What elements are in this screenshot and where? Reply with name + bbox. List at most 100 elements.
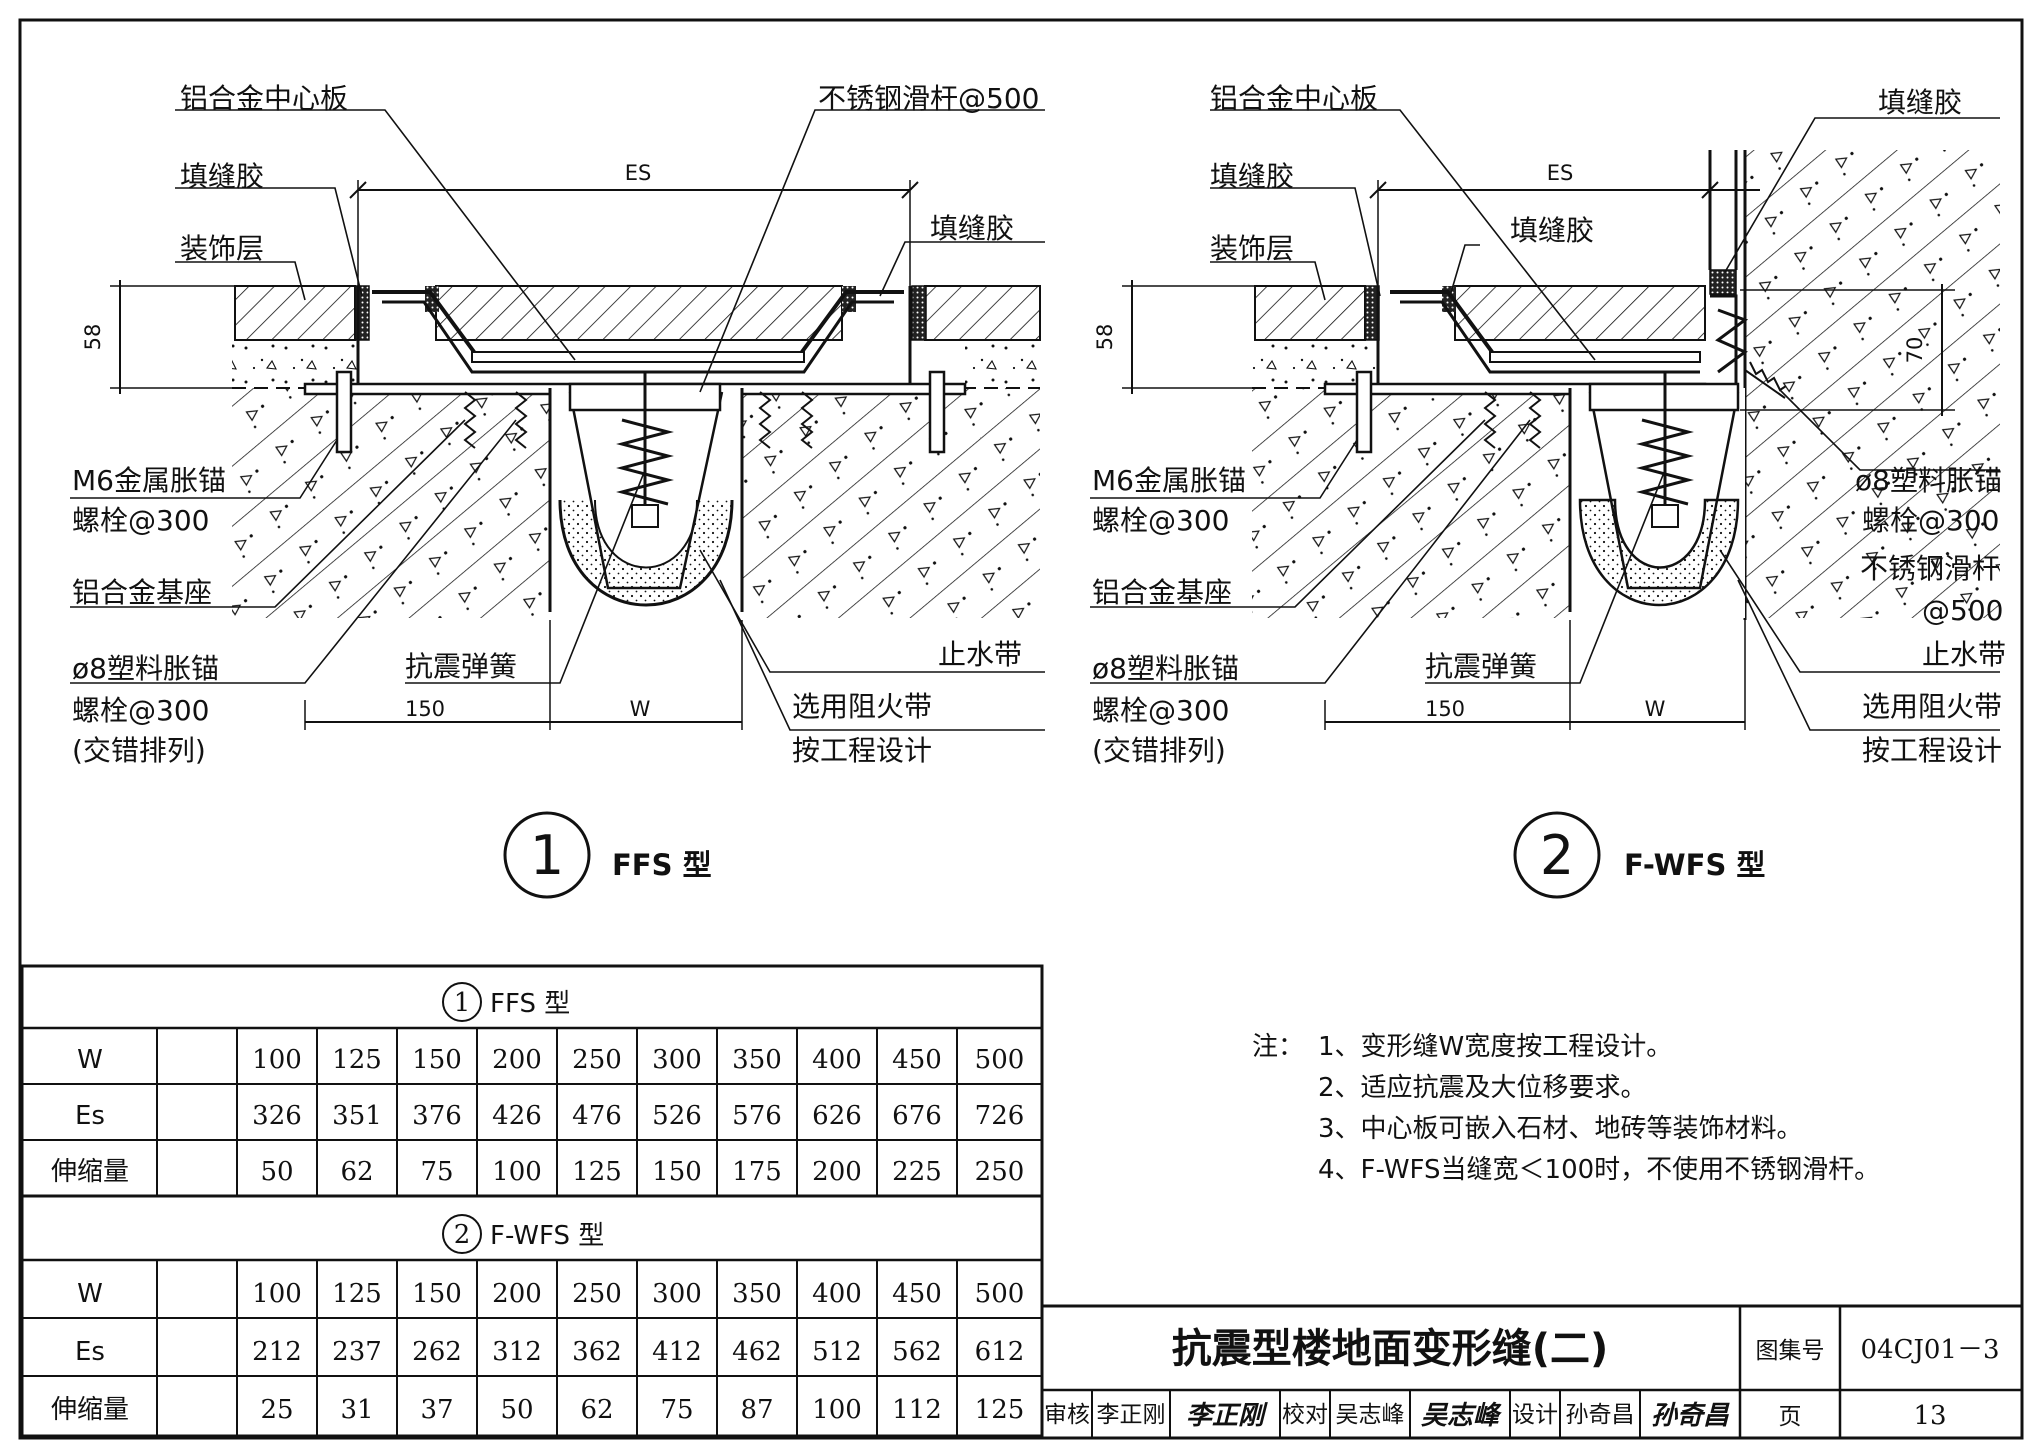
- table-cell: 237: [332, 1337, 382, 1367]
- drawing-title: 抗震型楼地面变形缝(二): [1172, 1326, 1609, 1372]
- table-cell: 500: [975, 1045, 1025, 1075]
- label-anchor-a: M6金属胀锚: [1092, 464, 1246, 497]
- notes-prefix: 注：: [1252, 1032, 1304, 1062]
- table-cell: 75: [660, 1395, 693, 1425]
- label-sealant-top: 填缝胶: [1878, 86, 1962, 119]
- dim-height: 58: [81, 324, 105, 351]
- table-cell: 576: [732, 1101, 782, 1131]
- label-r-plastic-b: 螺栓@300: [1862, 504, 1999, 537]
- note-item: 1、变形缝W宽度按工程设计。: [1318, 1032, 1672, 1062]
- table-number: 2: [454, 1220, 471, 1250]
- table-cell: 400: [812, 1279, 862, 1309]
- label-waterstop: 止水带: [938, 638, 1022, 671]
- table-cell: 100: [252, 1045, 302, 1075]
- table-cell: 75: [420, 1157, 453, 1187]
- table-cell: 200: [812, 1157, 862, 1187]
- table-title: F-WFS 型: [490, 1221, 604, 1251]
- dim-es: ES: [625, 161, 652, 185]
- table-row-label: 伸缩量: [51, 1395, 129, 1425]
- table-cell: 562: [892, 1337, 942, 1367]
- table-cell: 350: [732, 1279, 782, 1309]
- design-label: 设计: [1512, 1402, 1558, 1428]
- detail-number: 2: [1540, 824, 1574, 887]
- table-cell: 225: [892, 1157, 942, 1187]
- table-cell: 100: [252, 1279, 302, 1309]
- detail-caption: FFS 型: [612, 848, 712, 882]
- reviewer-name: 李正刚: [1097, 1402, 1166, 1428]
- detail-f-wfs: ES 58 70 150 W: [1090, 82, 2006, 899]
- label-spring: 抗震弹簧: [1425, 650, 1537, 683]
- label-base-seat: 铝合金基座: [1092, 576, 1232, 609]
- review-label: 审核: [1044, 1402, 1090, 1428]
- label-anchor-a: M6金属胀锚: [72, 464, 226, 497]
- dim-height-70: 70: [1903, 337, 1927, 364]
- table-cell: 512: [812, 1337, 862, 1367]
- table-cell: 87: [740, 1395, 773, 1425]
- note-item: 4、F-WFS当缝宽＜100时，不使用不锈钢滑杆。: [1318, 1155, 1880, 1185]
- table-cell: 412: [652, 1337, 702, 1367]
- detail-number: 1: [530, 824, 564, 887]
- label-center-plate: 铝合金中心板: [1210, 82, 1378, 115]
- table-cell: 300: [652, 1045, 702, 1075]
- table-row-label: W: [77, 1279, 103, 1309]
- table-cell: 25: [260, 1395, 293, 1425]
- table-cell: 200: [492, 1279, 542, 1309]
- table-cell: 100: [812, 1395, 862, 1425]
- table-cell: 626: [812, 1101, 862, 1131]
- notes: 注： 1、变形缝W宽度按工程设计。 2、适应抗震及大位移要求。 3、中心板可嵌入…: [1252, 1032, 1880, 1185]
- table-cell: 326: [252, 1101, 302, 1131]
- table-cell: 200: [492, 1045, 542, 1075]
- dim-w: W: [1645, 697, 1666, 721]
- label-center-plate: 铝合金中心板: [180, 82, 348, 115]
- note-item: 3、中心板可嵌入石材、地砖等装饰材料。: [1318, 1114, 1803, 1144]
- label-base-seat: 铝合金基座: [72, 576, 212, 609]
- table-cell: 450: [892, 1279, 942, 1309]
- label-fire-b: 按工程设计: [1862, 734, 2002, 767]
- page-label: 页: [1779, 1404, 1802, 1430]
- table-cell: 125: [572, 1157, 622, 1187]
- table-cell: 150: [412, 1279, 462, 1309]
- table-cell: 350: [732, 1045, 782, 1075]
- table-cell: 212: [252, 1337, 302, 1367]
- table-cell: 50: [500, 1395, 533, 1425]
- table-cell: 250: [572, 1045, 622, 1075]
- checker-name: 吴志峰: [1336, 1402, 1405, 1428]
- detail-caption: F-WFS 型: [1624, 848, 1765, 882]
- table-cell: 150: [652, 1157, 702, 1187]
- table-cell: 351: [332, 1101, 382, 1131]
- table-cell: 376: [412, 1101, 462, 1131]
- label-plastic-b: 螺栓@300: [1092, 694, 1229, 727]
- checker-signature: 吴志峰: [1421, 1401, 1502, 1431]
- table-cell: 726: [975, 1101, 1025, 1131]
- dim-height: 58: [1093, 324, 1117, 351]
- label-sealant-mid: 填缝胶: [1510, 214, 1594, 247]
- table-number: 1: [454, 988, 471, 1018]
- table-cell: 362: [572, 1337, 622, 1367]
- label-plastic-b: 螺栓@300: [72, 694, 209, 727]
- table-cell: 31: [340, 1395, 373, 1425]
- table-cell: 250: [572, 1279, 622, 1309]
- label-plastic-a: ø8塑料胀锚: [72, 652, 219, 685]
- detail-number-circle: [1513, 811, 1601, 899]
- table-cell: 262: [412, 1337, 462, 1367]
- table-title: FFS 型: [490, 989, 570, 1019]
- label-sealant-right: 填缝胶: [930, 212, 1014, 245]
- table-cell: 462: [732, 1337, 782, 1367]
- table-row-label: Es: [75, 1101, 105, 1131]
- label-anchor-b: 螺栓@300: [72, 504, 209, 537]
- table-cell: 426: [492, 1101, 542, 1131]
- designer-name: 孙奇昌: [1566, 1402, 1635, 1428]
- label-fire-a: 选用阻火带: [1862, 690, 2002, 723]
- check-label: 校对: [1282, 1402, 1328, 1428]
- atlas-number: 04CJ01－3: [1860, 1335, 1999, 1365]
- note-item: 2、适应抗震及大位移要求。: [1318, 1073, 1647, 1103]
- dimension-tables: [20, 964, 1044, 1438]
- dim-150: 150: [1425, 697, 1465, 721]
- table-row-label: Es: [75, 1337, 105, 1367]
- table-cell: 62: [580, 1395, 613, 1425]
- table-cell: 500: [975, 1279, 1025, 1309]
- label-r-slide-b: @500: [1922, 594, 2003, 627]
- table-cell: 37: [420, 1395, 453, 1425]
- detail-ffs: ES 58 150 W 铝合金中心板 不锈钢滑杆@500 填缝胶: [70, 82, 1045, 899]
